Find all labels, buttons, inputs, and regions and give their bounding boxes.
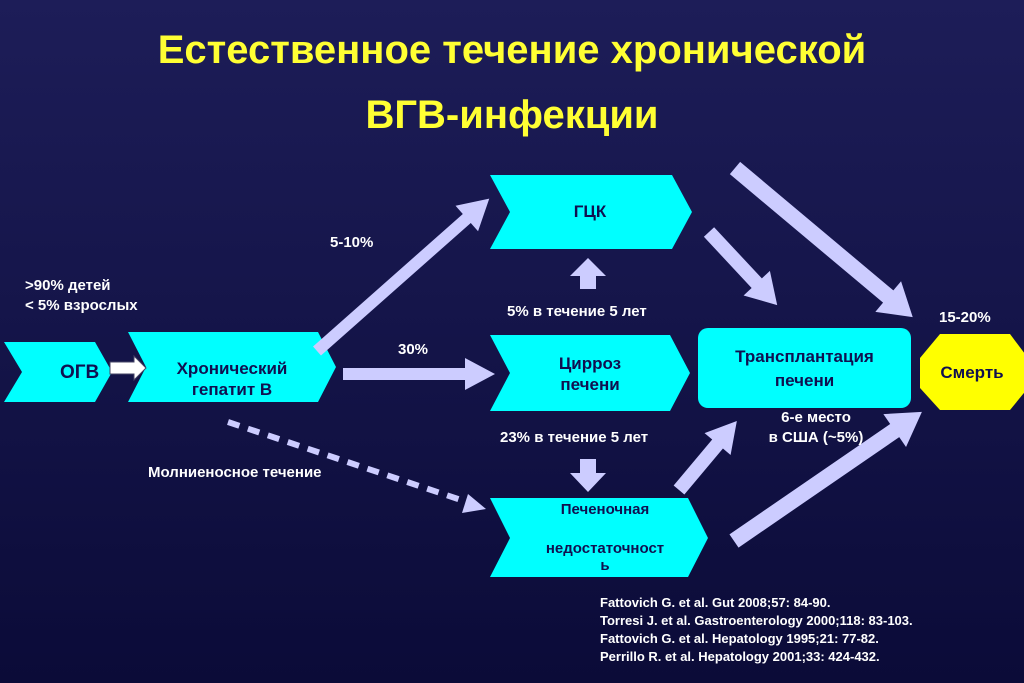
- references-list: Fattovich G. et al. Gut 2008;57: 84-90. …: [600, 594, 913, 666]
- chronic-hepatitis-line-2: гепатит В: [191, 380, 273, 399]
- transplant-node-label: Трансплантация печени: [698, 346, 911, 391]
- cirrhosis-node-label: Цирроз печени: [510, 353, 670, 395]
- ogv-to-chronic-arrow: [109, 354, 147, 382]
- cirrhosis-line-1: Цирроз: [558, 354, 622, 373]
- chronic-to-cirrhosis-arrow: [343, 358, 495, 390]
- fulminant-dashed-arrow-head: [462, 494, 486, 513]
- to-cirrhosis-percent-label: 30%: [398, 341, 429, 358]
- chronic-hepatitis-node-label: Хронический гепатит В: [146, 358, 318, 400]
- children-label: >90% детей: [25, 277, 111, 294]
- liver-failure-line-2: недостаточност: [545, 540, 665, 557]
- reference-item: Perrillo R. et al. Hepatology 2001;33: 4…: [600, 649, 880, 664]
- ogv-node-shape: [4, 342, 112, 402]
- liver-failure-line-3: ь: [600, 557, 610, 574]
- cirrhosis-line-2: печени: [560, 375, 620, 394]
- death-node-label: Смерть: [940, 363, 1004, 382]
- children-adults-label: >90% детей < 5% взрослых: [25, 276, 138, 316]
- hcc-to-death-arrow: [729, 161, 913, 318]
- liver-failure-node-label: Печеночная недостаточност ь: [510, 500, 700, 574]
- death-node-shape: [920, 334, 1024, 410]
- failure-to-transplant-arrow: [673, 421, 737, 495]
- fulminant-course-label: Молниеносное течение: [148, 464, 322, 481]
- cirrhosis-node-shape: [490, 335, 690, 411]
- reference-item: Torresi J. et al. Gastroenterology 2000;…: [600, 613, 913, 628]
- chronic-hepatitis-line-1: Хронический: [176, 359, 288, 378]
- reference-item: Fattovich G. et al. Gut 2008;57: 84-90.: [600, 595, 831, 610]
- cirrhosis-to-failure-label: 23% в течение 5 лет: [500, 429, 649, 446]
- transplant-node-shape: [698, 328, 911, 408]
- hcc-node-shape: [490, 175, 692, 249]
- page-title-line-1: Естественное течение хронической: [157, 28, 867, 72]
- transplant-line-2: печени: [774, 371, 835, 390]
- hcc-to-transplant-arrow: [703, 227, 778, 306]
- failure-to-death-arrow: [729, 411, 922, 548]
- page-title-line-2: ВГВ-инфекции: [365, 93, 659, 137]
- ogv-node-label: ОГВ: [60, 362, 100, 383]
- transplant-rank-line-1: 6-е место: [781, 409, 851, 426]
- cirrhosis-to-failure-arrow: [570, 459, 606, 492]
- death-percent-label: 15-20%: [939, 309, 991, 326]
- cirrhosis-to-hcc-label: 5% в течение 5 лет: [507, 303, 647, 320]
- transplant-rank-label: 6-е место в США (~5%): [726, 408, 906, 448]
- adults-label: < 5% взрослых: [25, 297, 138, 314]
- chronic-to-hcc-arrow: [313, 198, 490, 356]
- liver-failure-node-shape: [490, 498, 708, 577]
- to-hcc-percent-label: 5-10%: [330, 234, 374, 251]
- fulminant-dashed-arrow-line: [227, 419, 471, 506]
- reference-item: Fattovich G. et al. Hepatology 1995;21: …: [600, 631, 879, 646]
- hcc-node-label: ГЦК: [573, 202, 607, 221]
- liver-failure-line-1: Печеночная: [560, 501, 650, 518]
- transplant-line-1: Трансплантация: [735, 347, 874, 366]
- cirrhosis-to-hcc-arrow: [570, 258, 606, 289]
- transplant-rank-line-2: в США (~5%): [768, 429, 864, 446]
- chronic-hepatitis-node-shape: [128, 332, 336, 402]
